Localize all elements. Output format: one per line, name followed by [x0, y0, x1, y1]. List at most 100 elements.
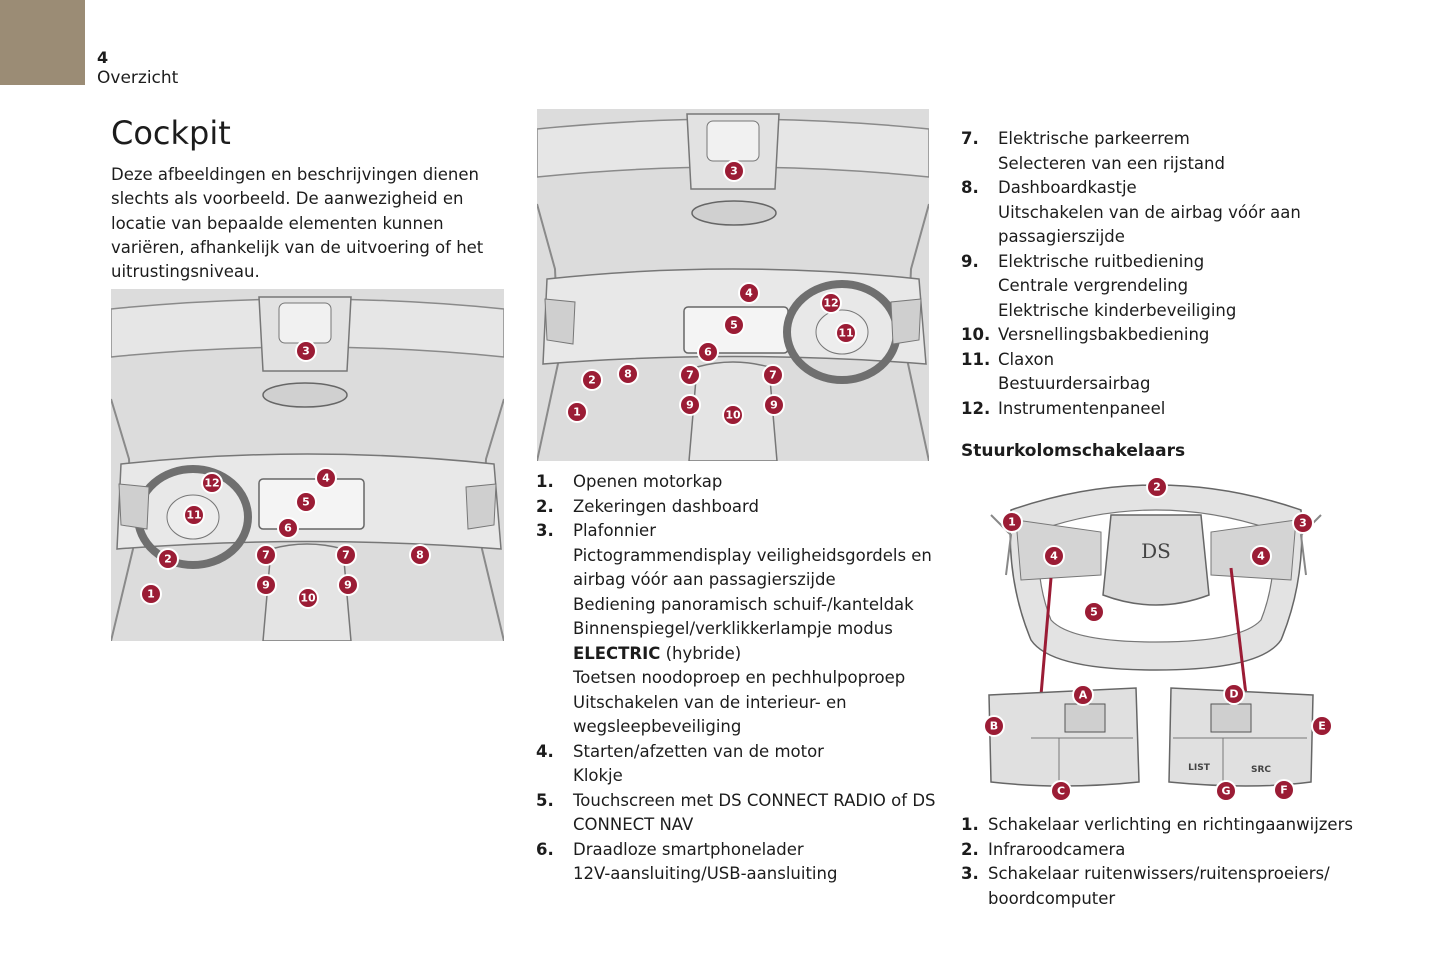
svg-text:10: 10 [725, 409, 741, 422]
svg-text:7: 7 [262, 549, 270, 562]
svg-text:5: 5 [1090, 606, 1098, 619]
callout-D: D [1223, 683, 1245, 705]
svg-text:7: 7 [769, 369, 777, 382]
callout-11: 11 [835, 322, 857, 344]
section-title: Overzicht [97, 68, 179, 88]
svg-text:3: 3 [302, 345, 310, 358]
svg-text:4: 4 [322, 472, 330, 485]
svg-text:6: 6 [284, 522, 292, 535]
steering-items-list: 1.Schakelaar verlichting en richtingaanw… [961, 813, 1401, 911]
svg-text:9: 9 [262, 579, 270, 592]
cockpit-lhd-figure: 3 12 4 5 11 6 2 7 7 8 1 9 10 9 [111, 289, 504, 641]
svg-text:F: F [1280, 784, 1288, 797]
svg-text:4: 4 [1257, 550, 1265, 563]
callout-B: B [983, 715, 1005, 737]
svg-text:A: A [1079, 689, 1088, 702]
callout-2: 2 [1146, 476, 1168, 498]
svg-text:4: 4 [745, 287, 753, 300]
svg-text:G: G [1221, 785, 1230, 798]
cockpit-rhd-figure: 3 4 12 5 11 6 2 8 7 7 1 9 10 9 [537, 109, 929, 461]
src-button-label: SRC [1251, 765, 1271, 775]
cockpit-items-list-main: 1.Openen motorkap 2.Zekeringen dashboard… [536, 470, 936, 887]
svg-text:D: D [1229, 688, 1238, 701]
svg-text:3: 3 [1299, 517, 1307, 530]
callout-3: 3 [723, 160, 745, 182]
svg-text:8: 8 [624, 368, 632, 381]
svg-text:2: 2 [588, 374, 596, 387]
svg-text:C: C [1057, 785, 1065, 798]
svg-text:2: 2 [164, 553, 172, 566]
svg-text:9: 9 [770, 399, 778, 412]
list-item: 1.Openen motorkap [536, 472, 723, 491]
svg-text:4: 4 [1050, 550, 1058, 563]
callout-1: 1 [566, 401, 588, 423]
callout-1: 1 [1001, 511, 1023, 533]
svg-text:7: 7 [686, 369, 694, 382]
callout-6: 6 [697, 341, 719, 363]
callout-7a: 7 [255, 544, 277, 566]
list-item: 12.Instrumentenpaneel [961, 398, 1166, 418]
callout-G: G [1215, 780, 1237, 802]
svg-text:2: 2 [1153, 481, 1161, 494]
callout-3: 3 [1292, 512, 1314, 534]
svg-text:8: 8 [416, 549, 424, 562]
callout-4a: 4 [1043, 545, 1065, 567]
callout-E: E [1311, 715, 1333, 737]
list-button-label: LIST [1188, 763, 1211, 773]
callout-7a: 7 [679, 364, 701, 386]
callout-5: 5 [295, 491, 317, 513]
list-item: 2.Infraroodcamera [961, 839, 1126, 859]
steering-wheel-figure: DS LIST SRC 2 1 3 4 4 5 A D B E C G F [961, 470, 1341, 806]
svg-text:9: 9 [344, 579, 352, 592]
callout-8: 8 [409, 544, 431, 566]
callout-6: 6 [277, 517, 299, 539]
list-item: 10.Versnellingsbakbediening [961, 325, 1210, 344]
callout-5: 5 [1083, 601, 1105, 623]
callout-12: 12 [201, 472, 223, 494]
intro-text: Deze afbeeldingen en beschrijvingen dien… [111, 165, 484, 282]
callout-9a: 9 [255, 574, 277, 596]
callout-4: 4 [315, 467, 337, 489]
callout-7b: 7 [762, 364, 784, 386]
svg-text:11: 11 [186, 509, 201, 522]
chapter-tab [0, 0, 85, 85]
callout-11: 11 [183, 504, 205, 526]
list-item: 2.Zekeringen dashboard [536, 496, 760, 516]
callout-10: 10 [722, 404, 744, 426]
svg-text:E: E [1318, 720, 1326, 733]
list-item: 3. Plafonnier Pictogrammendisplay veilig… [536, 521, 932, 736]
callout-12: 12 [820, 292, 842, 314]
callout-A: A [1072, 684, 1094, 706]
callout-1: 1 [140, 583, 162, 605]
svg-text:1: 1 [1008, 516, 1016, 529]
svg-text:5: 5 [302, 496, 310, 509]
callout-3: 3 [295, 340, 317, 362]
list-item: 1.Schakelaar verlichting en richtingaanw… [961, 815, 1353, 834]
svg-text:10: 10 [300, 592, 316, 605]
callout-F: F [1273, 779, 1295, 801]
svg-text:5: 5 [730, 319, 738, 332]
svg-text:9: 9 [686, 399, 694, 412]
svg-text:1: 1 [573, 406, 581, 419]
callout-10: 10 [297, 587, 319, 609]
list-item: 5.Touchscreen met DS CONNECT RADIO of DS… [536, 790, 936, 835]
callout-C: C [1050, 780, 1072, 802]
page-number: 4 [97, 48, 109, 67]
callout-4b: 4 [1250, 545, 1272, 567]
page-title: Cockpit [111, 114, 231, 152]
callout-7b: 7 [335, 544, 357, 566]
callout-2: 2 [581, 369, 603, 391]
ds-logo: DS [1141, 539, 1171, 563]
callout-2: 2 [157, 548, 179, 570]
callout-9b: 9 [763, 394, 785, 416]
callout-5: 5 [723, 314, 745, 336]
svg-text:12: 12 [823, 297, 838, 310]
svg-text:6: 6 [704, 346, 712, 359]
